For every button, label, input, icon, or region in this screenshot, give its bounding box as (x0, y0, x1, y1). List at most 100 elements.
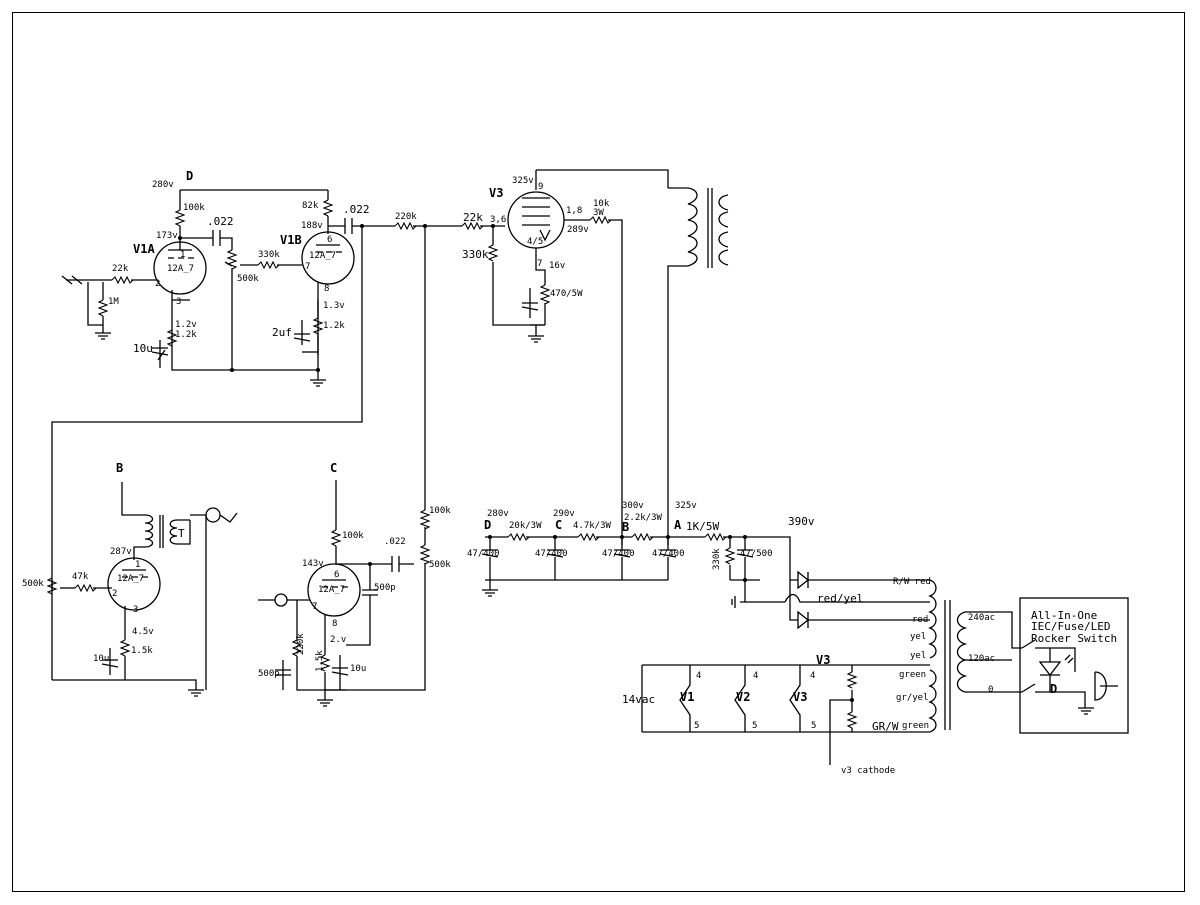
wire-red-yel-label: red/yel (817, 592, 864, 605)
cap-47-500-label: 47/500 (740, 549, 773, 559)
cap-47-400-c-label: 47/400 (602, 549, 635, 559)
pins45-label: 4/5 (527, 237, 544, 247)
pin7-b-label: 7 (305, 262, 311, 272)
node-d-ps-label: D (484, 518, 492, 532)
r22k3w-label: 2.2k/3W (624, 513, 662, 523)
v188-label: 188v (301, 221, 323, 231)
ac0-label: 0 (988, 685, 994, 695)
c500p-a-label: 500p (374, 583, 396, 593)
r330k-v3-label: 330k (462, 248, 489, 261)
v3-label: V3 (489, 186, 504, 200)
v45-label: 4.5v (132, 627, 154, 637)
r22k-in-label: 22k (112, 264, 129, 274)
switch-box (1019, 597, 1129, 734)
v2-label: 2.v (330, 635, 347, 645)
pot500k-a-label: 500k (237, 274, 259, 284)
pin1-a-label: 1 (180, 250, 186, 260)
r1k5w-label: 1K/5W (686, 520, 720, 533)
heater-v3-label: V3 (793, 690, 808, 704)
pot500k-b-label: 500k (22, 579, 44, 589)
rectifier-transformer (784, 570, 1022, 733)
node-a-ps-label: A (674, 518, 682, 532)
r100k-v1a-label: 100k (183, 203, 205, 213)
wire-green-a-label: green (899, 670, 927, 680)
v1b-label: V1B (280, 233, 302, 247)
v1a-label: V1A (133, 242, 155, 256)
wire-rw-red-label: R/W red (893, 577, 931, 587)
r82k-label: 82k (302, 201, 319, 211)
v143-label: 143v (302, 559, 324, 569)
v280-top-label: 280v (152, 180, 174, 190)
heater-pin5-b-label: 5 (752, 721, 758, 731)
pins36-label: 3,6 (490, 215, 507, 225)
pin8-b-label: 8 (324, 284, 330, 294)
v3-heater-label: V3 (816, 653, 831, 667)
switch-title-line3: Rocker Switch (1031, 632, 1118, 645)
v12-a-label: 1.2v (175, 320, 197, 330)
v13-label: 1.3v (323, 301, 345, 311)
wire-yel-a-label: yel (910, 632, 927, 642)
cap-022-d-label: .022 (384, 537, 406, 547)
stage-c (258, 480, 414, 707)
r100k-e-label: 100k (429, 506, 451, 516)
pin2-c-label: 2 (112, 589, 118, 599)
v3-cathode-label: v3 cathode (841, 766, 896, 776)
tube-12a7-d-label: 12A_7 (318, 585, 346, 595)
heater-wiring (641, 664, 930, 765)
r20k3w-label: 20k/3W (509, 521, 542, 531)
pin6-d-label: 6 (334, 570, 340, 580)
pot500k-d-label: 500k (429, 560, 451, 570)
trans-t-label: T (178, 527, 185, 540)
cap-47-400-d-label: 47/400 (652, 549, 685, 559)
wire-yel-b-label: yel (910, 651, 927, 661)
node-c-ps-label: C (555, 518, 563, 532)
v287-label: 287v (110, 547, 132, 557)
tube-12a7-b-label: 12A_7 (309, 251, 337, 261)
v325-v3-label: 325v (512, 176, 534, 186)
r47k3w-label: 4.7k/3W (573, 521, 611, 531)
cap-47-400-b-label: 47/400 (535, 549, 568, 559)
tube-12a7-c-label: 12A_7 (117, 574, 145, 584)
heater-pin4-c-label: 4 (810, 671, 816, 681)
heater-pin4-b-label: 4 (753, 671, 759, 681)
c500p-b-label: 500p (258, 669, 280, 679)
v289-label: 289v (567, 225, 589, 235)
c10u-d-label: 10u (350, 664, 367, 674)
c10u-a-label: 10u (133, 342, 153, 355)
v1a-stage (61, 189, 328, 371)
r15k-d-label: 1.5k (315, 650, 325, 672)
node-b-left-label: B (116, 461, 124, 475)
v173-label: 173v (156, 231, 178, 241)
node-b-ps-label: B (622, 520, 630, 534)
r47k-label: 47k (72, 572, 89, 582)
pin7-d-label: 7 (312, 602, 318, 612)
signal-line (51, 221, 545, 691)
v300-label: 300v (622, 501, 644, 511)
power-supply (481, 532, 791, 608)
switch-title-line2: IEC/Fuse/LED (1031, 620, 1111, 633)
wire-gr-yel-label: gr/yel (896, 693, 929, 703)
r330k-ps-label: 330k (712, 548, 722, 570)
c10u-c-label: 10u (93, 654, 110, 664)
pins18-label: 1,8 (566, 206, 583, 216)
pin3-c-label: 3 (133, 605, 139, 615)
r12k-a-label: 1.2k (175, 330, 197, 340)
v16-label: 16v (549, 261, 566, 271)
wire-red-label: red (912, 615, 929, 625)
vac14-label: 14vac (622, 693, 656, 706)
ac240-label: 240ac (968, 613, 996, 623)
v325-ps-label: 325v (675, 501, 697, 511)
r12k-b-label: 1.2k (323, 321, 345, 331)
r220k-d-label: 220k (296, 633, 306, 655)
v3-power-tube (507, 169, 669, 545)
r10k-label: 10k (593, 199, 610, 209)
heater-pin4-a-label: 4 (696, 671, 702, 681)
tube-12a7-a-label: 12A_7 (167, 264, 195, 274)
v390-label: 390v (788, 515, 815, 528)
r330k-a-label: 330k (258, 250, 280, 260)
node-d-top-label: D (186, 169, 194, 183)
pin7-v3-label: 7 (537, 259, 543, 269)
r220k-a-label: 220k (395, 212, 417, 222)
ac120-label: 120ac (968, 654, 996, 664)
